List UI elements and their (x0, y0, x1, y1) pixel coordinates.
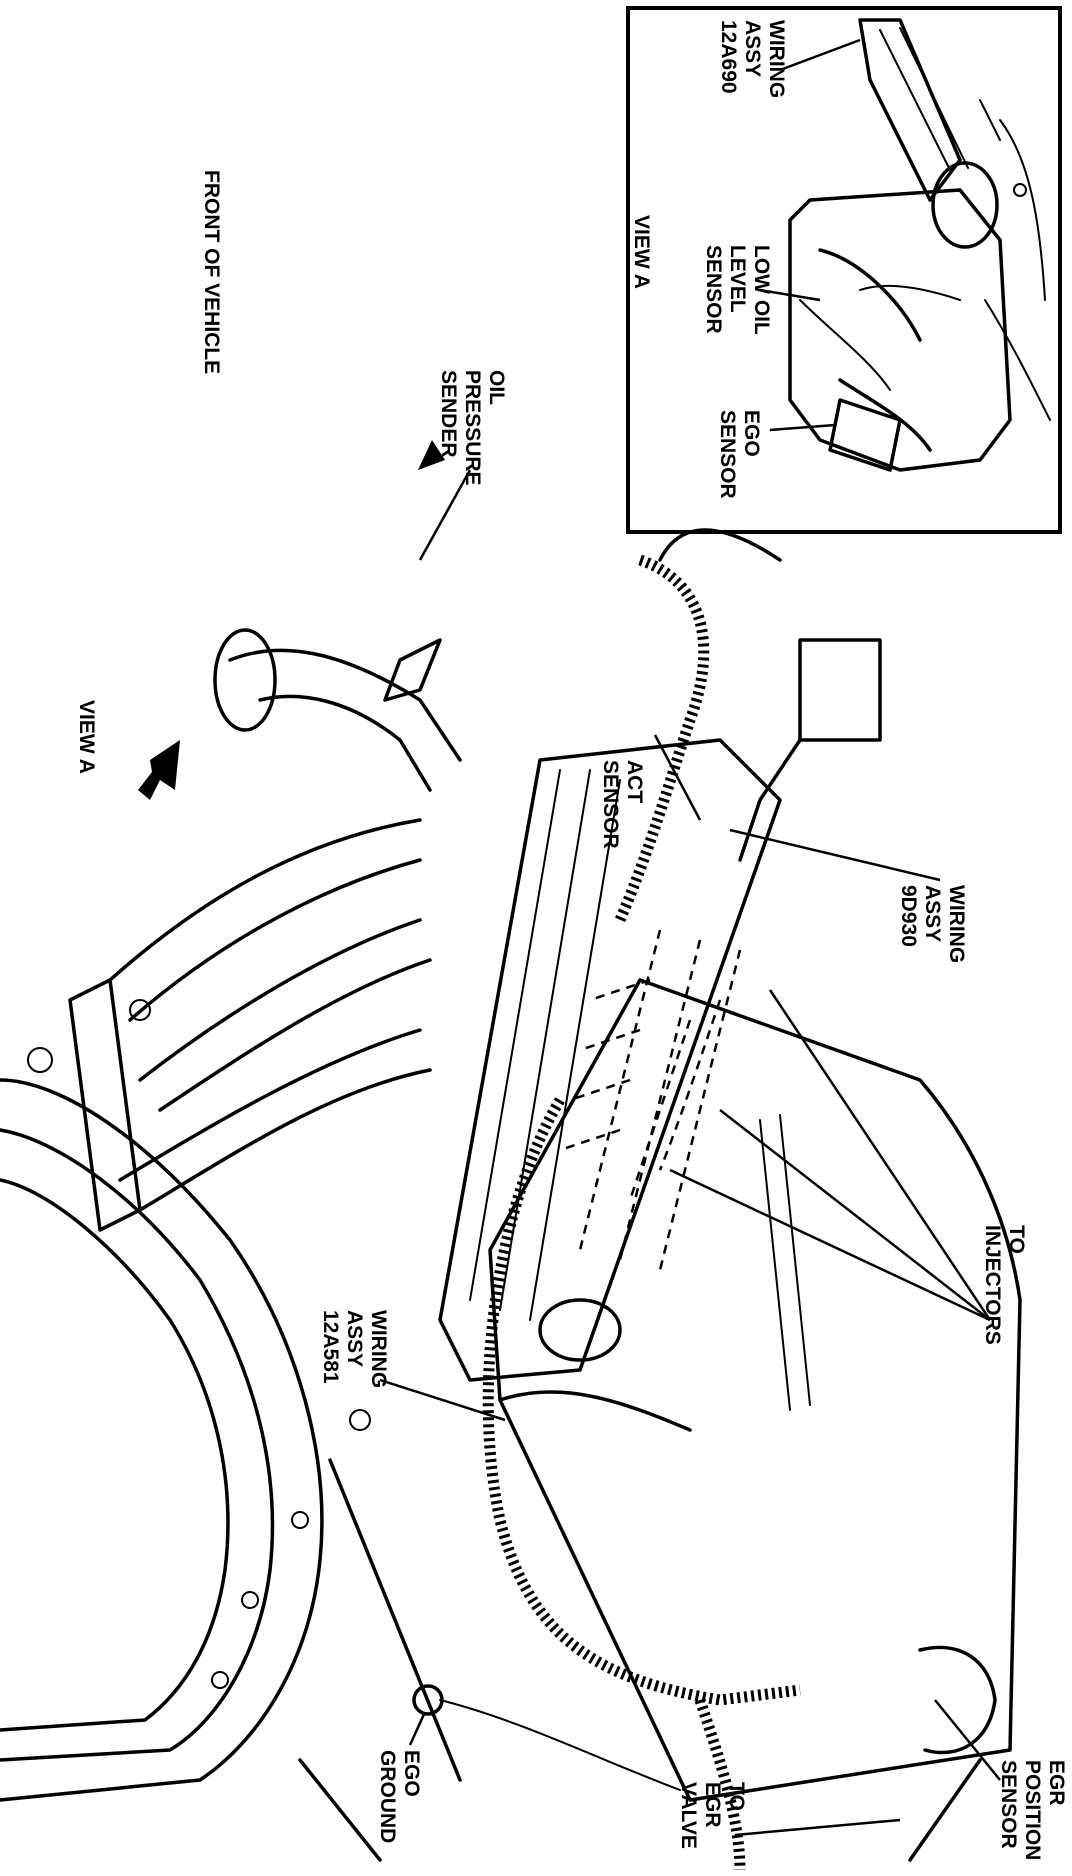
label-egr-position-sensor: EGR POSITION SENSOR (997, 1760, 1068, 1866)
leader-egr-position-sensor (934, 1699, 1001, 1781)
leader-to-egr-valve (734, 1818, 901, 1837)
labels: WIRING ASSY 12A690 LOW OIL LEVEL SENSOR … (75, 20, 1068, 1866)
manifold-outlet (213, 628, 277, 732)
wiring-loom-egr (694, 1698, 746, 1871)
label-ego-ground: EGO GROUND (376, 1750, 423, 1843)
leader-ego-ground (408, 1711, 427, 1746)
label-ego-sensor: EGO SENSOR (716, 410, 763, 499)
connector-pigtail (658, 528, 782, 562)
ego-ground-wire (439, 1699, 681, 1791)
leader-low-oil-level-sensor (759, 288, 821, 302)
label-wiring-assy-12a690: WIRING ASSY 12A690 (717, 20, 788, 104)
leader-to-injectors-2 (719, 1109, 991, 1321)
leader-wiring-assy-12a690 (779, 38, 861, 72)
label-view-a-arrow: VIEW A (75, 700, 98, 774)
injector-harness (559, 929, 742, 1271)
label-wiring-assy-12a581: WIRING ASSY 12A581 (319, 1310, 390, 1394)
inset-oil-pan-drawing (788, 18, 1051, 472)
valve-cover (438, 738, 782, 1382)
view-a-inset (626, 6, 1062, 534)
wiring-loom-12a581 (482, 1097, 801, 1706)
label-to-injectors: TO INJECTORS (981, 1225, 1028, 1345)
leader-wiring-assy-12a581 (379, 1378, 506, 1422)
leader-act-sensor (653, 734, 702, 821)
inset-frame (626, 6, 1062, 534)
leader-ego-sensor-inset (769, 423, 836, 432)
harness-connector (798, 638, 882, 742)
label-oil-pressure-sender: OIL PRESSURE SENDER (437, 370, 508, 491)
flywheel-housing (0, 999, 462, 1862)
plenum-port (538, 1298, 622, 1362)
engine-drawing (0, 440, 1022, 1871)
oil-pressure-sender (383, 638, 442, 702)
leader-oil-pressure-sender (418, 469, 472, 561)
label-wiring-assy-9d930: WIRING ASSY 9D930 (897, 885, 968, 969)
exhaust-manifold (68, 628, 462, 1232)
label-to-egr-valve: TO EGR VALVE (677, 1782, 748, 1849)
view-a-arrow-icon (138, 740, 180, 800)
label-view-a-inset: VIEW A (630, 215, 653, 289)
leader-to-injectors-3 (669, 1168, 991, 1322)
label-front-of-vehicle: FRONT OF VEHICLE (200, 170, 223, 374)
connector-leads (738, 738, 802, 862)
label-low-oil-level-sensor: LOW OIL LEVEL SENSOR (702, 245, 773, 340)
wiring-loom-9d930 (614, 554, 710, 923)
leader-to-injectors-1 (768, 989, 992, 1321)
intake-plenum (488, 978, 1022, 1862)
oil-pressure-arrow-icon (418, 440, 445, 470)
leader-wiring-assy-9d930 (729, 828, 941, 882)
label-act-sensor: ACT SENSOR (599, 760, 646, 849)
